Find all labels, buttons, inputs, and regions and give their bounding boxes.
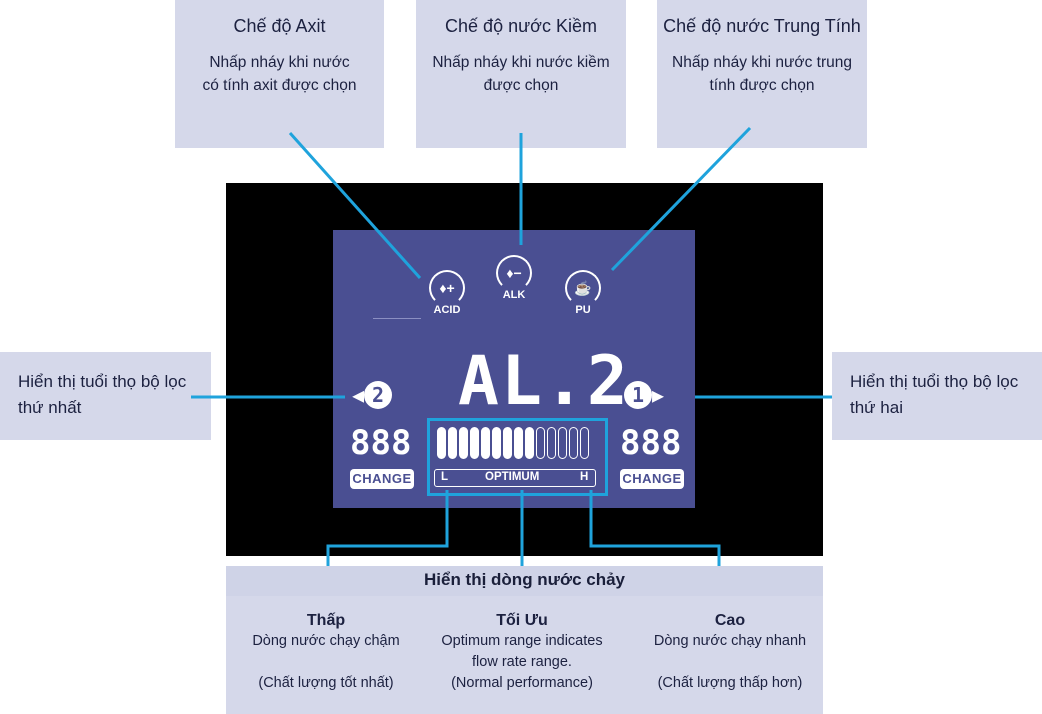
callout-desc: Nhấp nháy khi nước trung tính được chọn (672, 54, 852, 94)
flow-optimum-column: Tối Ưu Optimum range indicates flow rate… (441, 612, 603, 691)
flow-bar (569, 427, 578, 459)
flow-bar (514, 427, 523, 459)
flow-bar (459, 427, 468, 459)
neutral-mode-indicator[interactable]: ☕ PU (560, 270, 606, 316)
flow-high-label: H (580, 471, 589, 483)
flow-bar (481, 427, 490, 459)
flow-bar (437, 427, 446, 459)
flow-bar (503, 427, 512, 459)
filter1-change-button[interactable]: CHANGE (350, 469, 414, 489)
callout-desc: Nhấp nháy khi nước kiềm được chọn (432, 54, 610, 94)
drop-plus-icon: ♦+ (429, 270, 465, 306)
flow-bars (437, 427, 589, 459)
flow-bar (558, 427, 567, 459)
neutral-mode-callout: Chế độ nước Trung Tính Nhấp nháy khi nướ… (657, 0, 867, 148)
filter1-life-callout: Hiển thị tuổi thọ bộ lọc thứ nhất (0, 352, 211, 440)
filter2-indicator: 1▶ (624, 381, 664, 409)
flow-info-panel: Hiển thị dòng nước chảy (226, 566, 823, 714)
filter-number: 1 (624, 381, 652, 409)
acid-mode-callout: Chế độ Axit Nhấp nháy khi nước có tính a… (175, 0, 384, 148)
flow-bar (470, 427, 479, 459)
filter1-indicator: ◀2 (352, 381, 393, 409)
flow-high-column: Cao Dòng nước chạy nhanh (Chất lượng thấ… (653, 612, 807, 691)
left-arrow-icon: ◀ (352, 383, 365, 407)
flow-meter-frame (427, 418, 608, 496)
drop-minus-icon: ♦− (496, 255, 532, 291)
flow-low-label: L (441, 471, 449, 483)
flow-bar (580, 427, 589, 459)
alkaline-mode-callout: Chế độ nước Kiềm Nhấp nháy khi nước kiềm… (416, 0, 626, 148)
filter2-counter: 888 (620, 423, 682, 463)
flow-low-column: Thấp Dòng nước chạy chậm (Chất lượng tốt… (252, 612, 400, 691)
callout-title: Chế độ nước Kiềm (445, 16, 597, 36)
filter2-change-button[interactable]: CHANGE (620, 469, 684, 489)
lcd-dash (373, 318, 421, 319)
filter2-life-callout: Hiển thị tuổi thọ bộ lọc thứ hai (832, 352, 1042, 440)
filter1-counter: 888 (350, 423, 412, 463)
alkaline-mode-indicator[interactable]: ♦− ALK (491, 255, 537, 301)
flow-panel-title: Hiển thị dòng nước chảy (226, 566, 823, 596)
main-readout: AL.2 (458, 342, 630, 421)
callout-title: Chế độ nước Trung Tính (663, 16, 861, 36)
filter-number: 2 (364, 381, 393, 409)
flow-scale: L OPTIMUM H (434, 469, 596, 487)
flow-bar (448, 427, 457, 459)
flow-bar (536, 427, 545, 459)
flow-optimum-label: OPTIMUM (485, 471, 540, 483)
flow-bar (547, 427, 556, 459)
cup-icon: ☕ (565, 270, 601, 306)
right-arrow-icon: ▶ (652, 383, 665, 407)
acid-mode-indicator[interactable]: ♦+ ACID (424, 270, 470, 316)
callout-desc: Nhấp nháy khi nước có tính axit được chọ… (202, 54, 357, 94)
callout-title: Chế độ Axit (233, 16, 326, 36)
flow-bar (492, 427, 501, 459)
flow-bar (525, 427, 534, 459)
